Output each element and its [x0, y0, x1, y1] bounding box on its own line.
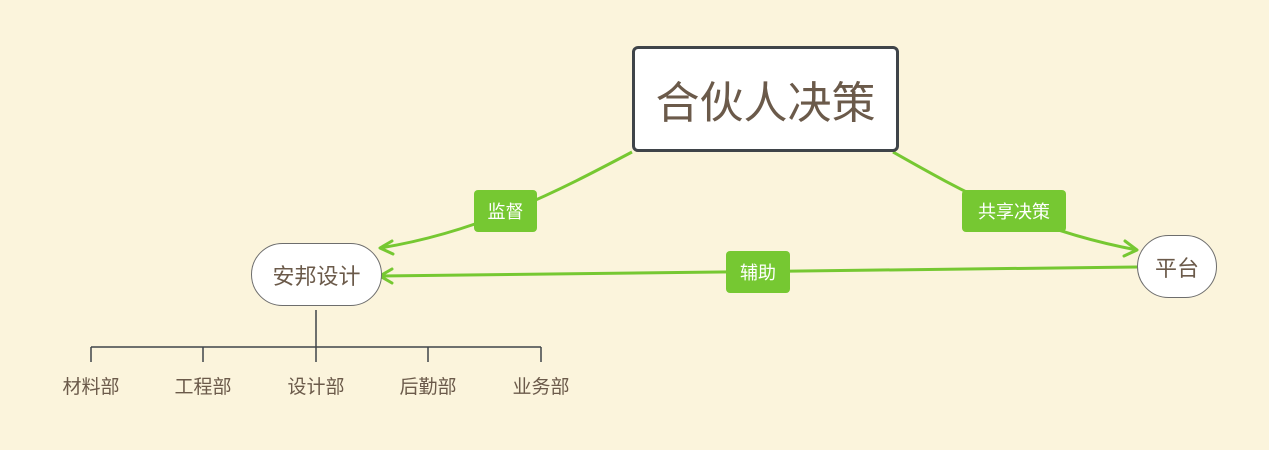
arrowhead-icon [378, 239, 395, 256]
relation-label-supervise[interactable]: 监督 [474, 190, 537, 232]
node-platform-label: 平台 [1154, 256, 1199, 282]
department-item[interactable]: 后勤部 [399, 376, 457, 398]
relation-label-shared-decision-text: 共享决策 [978, 202, 1050, 223]
department-item[interactable]: 设计部 [287, 376, 345, 398]
department-item[interactable]: 业务部 [512, 376, 570, 398]
root-node[interactable]: 合伙人决策 [632, 46, 899, 152]
relation-label-shared-decision[interactable]: 共享决策 [962, 190, 1066, 232]
department-tree-lines [90, 310, 542, 362]
node-anbang-design[interactable]: 安邦设计 [251, 243, 382, 306]
department-item[interactable]: 工程部 [174, 376, 232, 398]
relation-label-assist-text: 辅助 [740, 263, 776, 284]
root-node-label: 合伙人决策 [655, 78, 876, 129]
relation-label-assist[interactable]: 辅助 [726, 251, 790, 293]
department-item[interactable]: 材料部 [62, 376, 120, 398]
relation-label-supervise-text: 监督 [487, 202, 524, 223]
arrowhead-icon [1122, 239, 1139, 258]
node-anbang-design-label: 安邦设计 [272, 264, 361, 290]
node-platform[interactable]: 平台 [1137, 235, 1217, 298]
